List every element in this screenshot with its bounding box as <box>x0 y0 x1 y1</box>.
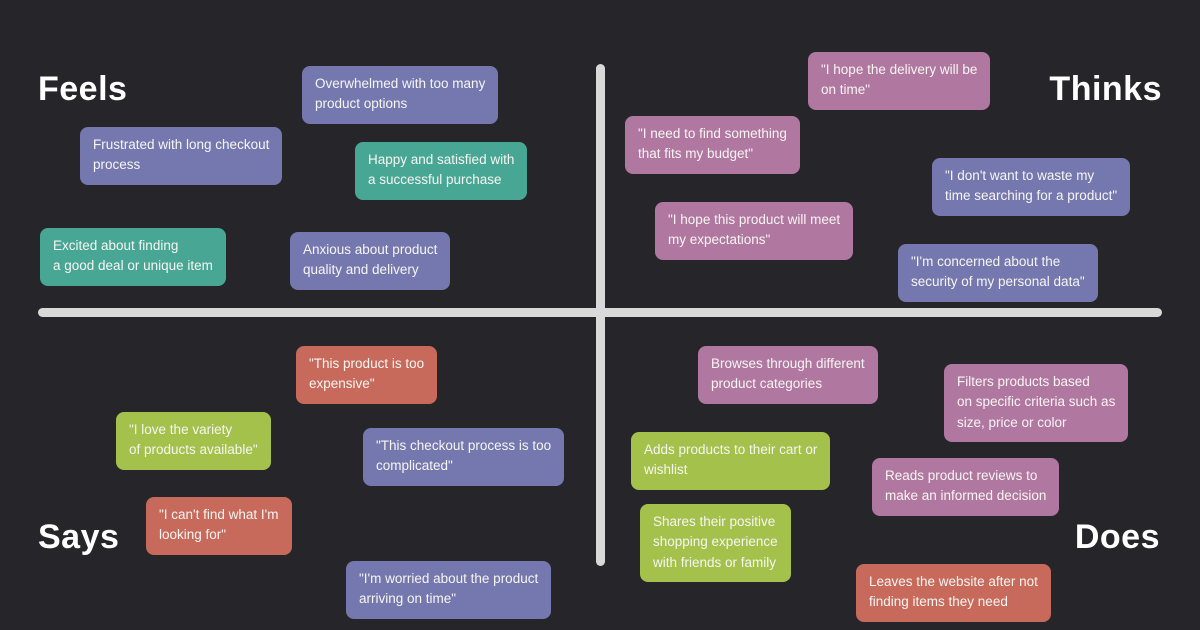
quadrant-label-says: Says <box>38 518 120 556</box>
quadrant-label-does: Does <box>1074 518 1160 556</box>
quadrant-label-thinks: Thinks <box>1049 70 1162 108</box>
sticky-note-does-5: Shares their positive shopping experienc… <box>640 504 791 582</box>
horizontal-divider <box>38 308 1162 317</box>
sticky-note-says-1: "This product is too expensive" <box>296 346 438 404</box>
sticky-note-does-4: Reads product reviews to make an informe… <box>872 458 1060 516</box>
sticky-note-feels-1: Overwhelmed with too many product option… <box>302 66 499 124</box>
sticky-note-says-2: "I love the variety of products availabl… <box>116 412 271 470</box>
sticky-note-does-3: Adds products to their cart or wishlist <box>631 432 831 490</box>
sticky-note-thinks-3: "I don't want to waste my time searching… <box>932 158 1131 216</box>
sticky-note-thinks-1: "I hope the delivery will be on time" <box>808 52 991 110</box>
sticky-note-feels-2: Frustrated with long checkout process <box>80 127 283 185</box>
sticky-note-does-1: Browses through different product catego… <box>698 346 878 404</box>
sticky-note-feels-4: Excited about finding a good deal or uni… <box>40 228 226 286</box>
sticky-note-thinks-2: "I need to find something that fits my b… <box>625 116 800 174</box>
sticky-note-says-4: "I can't find what I'm looking for" <box>146 497 292 555</box>
sticky-note-feels-3: Happy and satisfied with a successful pu… <box>355 142 528 200</box>
quadrant-label-feels: Feels <box>38 70 128 108</box>
sticky-note-does-2: Filters products based on specific crite… <box>944 364 1129 442</box>
sticky-note-feels-5: Anxious about product quality and delive… <box>290 232 451 290</box>
sticky-note-does-6: Leaves the website after not finding ite… <box>856 564 1051 622</box>
sticky-note-says-5: "I'm worried about the product arriving … <box>346 561 552 619</box>
sticky-note-thinks-4: "I hope this product will meet my expect… <box>655 202 854 260</box>
sticky-note-says-3: "This checkout process is too complicate… <box>363 428 565 486</box>
sticky-note-thinks-5: "I'm concerned about the security of my … <box>898 244 1098 302</box>
